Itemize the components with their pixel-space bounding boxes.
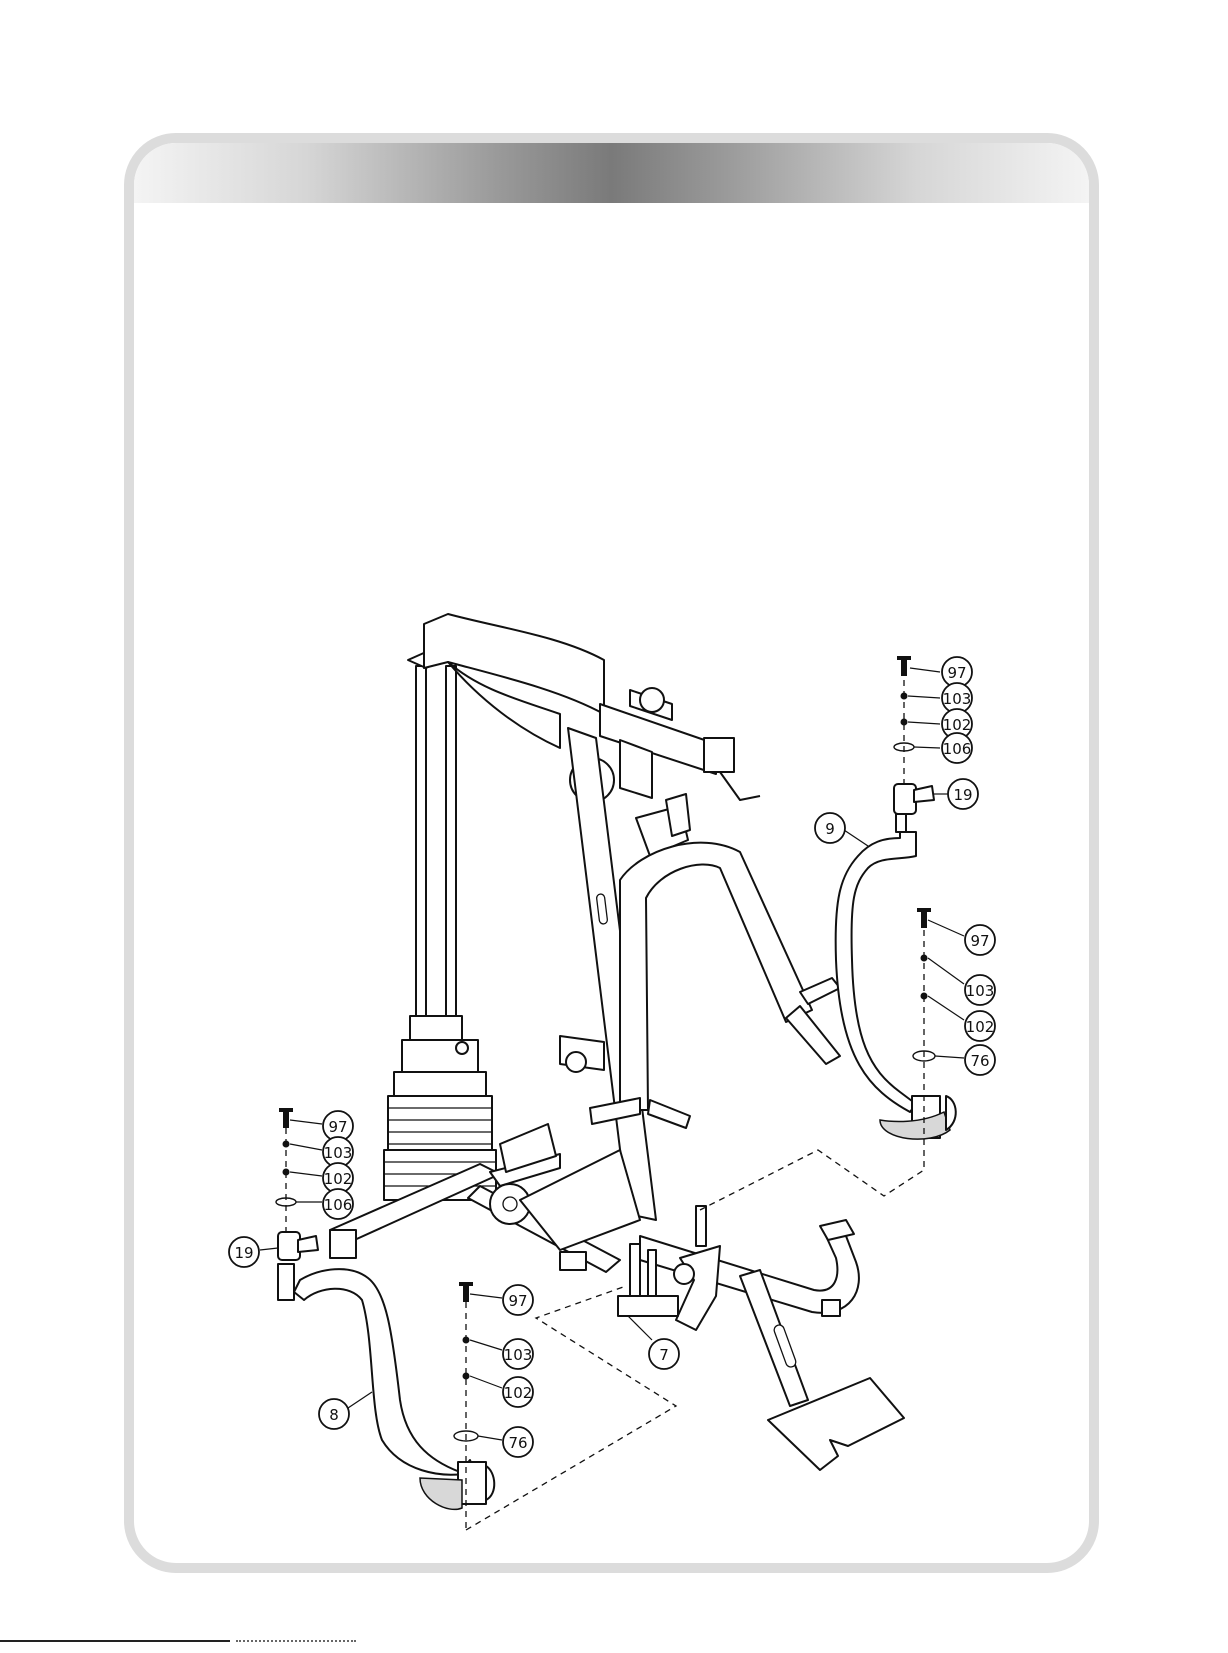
callout-102-right-mid: 102: [965, 1011, 995, 1041]
svg-text:97: 97: [970, 932, 989, 950]
callout-8: 8: [319, 1399, 349, 1429]
svg-text:103: 103: [966, 982, 995, 1000]
main-frame: [330, 614, 904, 1470]
svg-text:106: 106: [943, 740, 972, 758]
callout-7: 7: [649, 1339, 679, 1369]
footer-dotted-rule: [236, 1640, 356, 1644]
svg-text:102: 102: [504, 1384, 533, 1402]
svg-text:97: 97: [947, 664, 966, 682]
svg-text:8: 8: [329, 1406, 339, 1424]
svg-text:102: 102: [943, 716, 972, 734]
svg-text:76: 76: [970, 1052, 989, 1070]
svg-text:76: 76: [508, 1434, 527, 1452]
svg-text:102: 102: [966, 1018, 995, 1036]
callout-9: 9: [815, 813, 845, 843]
svg-text:106: 106: [324, 1196, 353, 1214]
callout-76-right: 76: [965, 1045, 995, 1075]
callout-97-center: 97: [503, 1285, 533, 1315]
callout-97-right-mid: 97: [965, 925, 995, 955]
left-hardware: [276, 1108, 318, 1300]
svg-text:97: 97: [328, 1118, 347, 1136]
part-9-leg: [836, 832, 956, 1139]
callout-102-center: 102: [503, 1377, 533, 1407]
callout-106-right-top: 106: [942, 733, 972, 763]
svg-text:7: 7: [659, 1346, 669, 1364]
svg-text:9: 9: [825, 820, 835, 838]
callout-19-left: 19: [229, 1237, 259, 1267]
callout-103-center: 103: [503, 1339, 533, 1369]
svg-text:102: 102: [324, 1170, 353, 1188]
footer-rule: [0, 1640, 230, 1642]
svg-text:97: 97: [508, 1292, 527, 1310]
callout-106-left: 106: [323, 1189, 353, 1219]
svg-text:103: 103: [943, 690, 972, 708]
callout-103-right-mid: 103: [965, 975, 995, 1005]
svg-text:103: 103: [324, 1144, 353, 1162]
svg-text:19: 19: [953, 786, 972, 804]
right-hardware-top: [894, 656, 934, 832]
callout-19-right: 19: [948, 779, 978, 809]
part-8-leg: [294, 1269, 494, 1509]
callout-76-center: 76: [503, 1427, 533, 1457]
svg-text:103: 103: [504, 1346, 533, 1364]
svg-text:19: 19: [234, 1244, 253, 1262]
